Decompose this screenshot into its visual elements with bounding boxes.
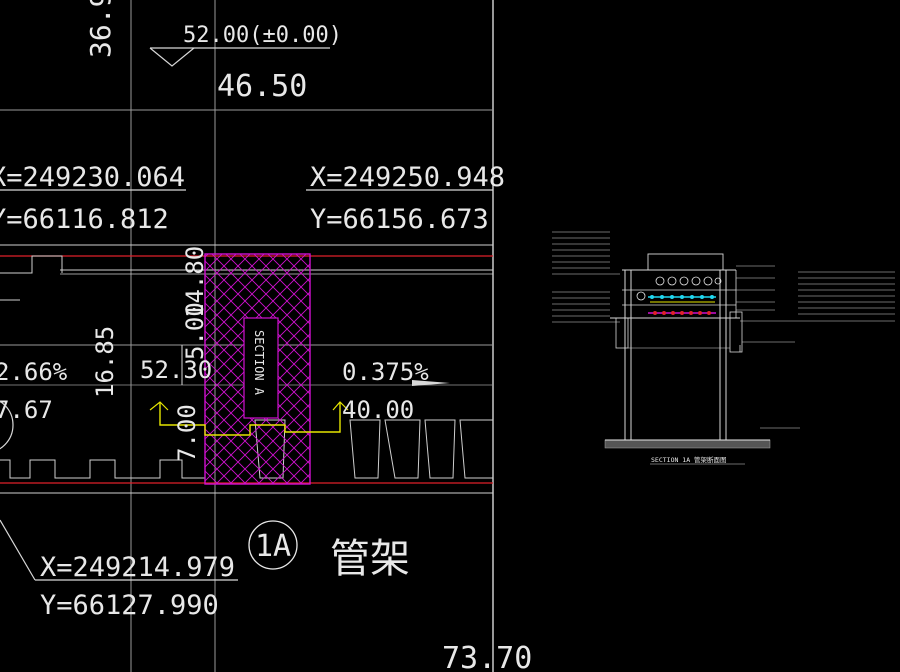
slope-left: 2.66% xyxy=(0,358,68,386)
slope-arrow xyxy=(412,380,450,386)
plan-view: SECTION A 52.00(±0.00) 46.50 36.90 X=249… xyxy=(0,0,532,672)
leader-line xyxy=(0,519,36,581)
note-block-left xyxy=(552,231,620,323)
structure-outline xyxy=(0,459,205,479)
rack-top-cover xyxy=(647,253,724,271)
slope-right-sub: 40.00 xyxy=(342,396,414,424)
elevation-leaders xyxy=(736,265,800,429)
section-title: SECTION 1A 管架断面图 xyxy=(651,455,727,464)
grid-bubble-label: 1A xyxy=(255,529,291,564)
pipe-row-top xyxy=(655,276,722,286)
coord-2-x: X=249250.948 xyxy=(310,162,505,193)
pier-shape xyxy=(349,419,381,479)
dim-7-00: 7.00 xyxy=(173,404,201,462)
section-marker-label: SECTION A xyxy=(252,330,266,396)
coord-1-x: X=249230.064 xyxy=(0,162,185,193)
section-view: SECTION 1A 管架断面图 xyxy=(552,231,895,465)
note-block-right xyxy=(740,271,895,322)
red-pipe-dots xyxy=(653,311,711,315)
dim-top-left: 36.90 xyxy=(84,0,117,58)
grid-bubble-1a xyxy=(248,520,298,570)
yellow-arrow xyxy=(332,401,349,411)
elevation-sub: 46.50 xyxy=(217,69,307,104)
elevation-label: 52.00(±0.00) xyxy=(183,23,342,48)
pipe-small-left xyxy=(636,291,646,301)
building-outline xyxy=(0,255,63,274)
dim-73-70: 73.70 xyxy=(442,641,532,672)
column-cap-left xyxy=(615,317,629,349)
coord-3-x: X=249214.979 xyxy=(40,552,235,583)
yellow-arrow xyxy=(149,401,169,411)
cyan-pipe-dots xyxy=(650,295,714,299)
elevation-triangle xyxy=(149,47,195,67)
coord-3-y: Y=66127.990 xyxy=(40,590,219,621)
yellow-pipe-line xyxy=(159,402,341,436)
dim-14-80: 14.80 xyxy=(181,246,209,318)
pier-shape xyxy=(384,419,421,479)
coord-1-y: Y=66116.812 xyxy=(0,204,169,235)
pier-shape xyxy=(459,419,494,479)
pipe-rack-label: 管架 xyxy=(330,536,410,582)
grid-bubble-partial xyxy=(0,400,14,450)
dim-16-85: 16.85 xyxy=(91,326,119,398)
dim-52-30: 52.30 xyxy=(140,356,212,384)
pier-shape xyxy=(424,419,456,479)
ground-hatch xyxy=(604,439,771,449)
section-marker-box xyxy=(243,317,279,419)
slope-left-sub: 7.67 xyxy=(0,396,53,424)
coord-2-y: Y=66156.673 xyxy=(310,204,489,235)
dim-5-00: 5.00 xyxy=(181,302,209,360)
